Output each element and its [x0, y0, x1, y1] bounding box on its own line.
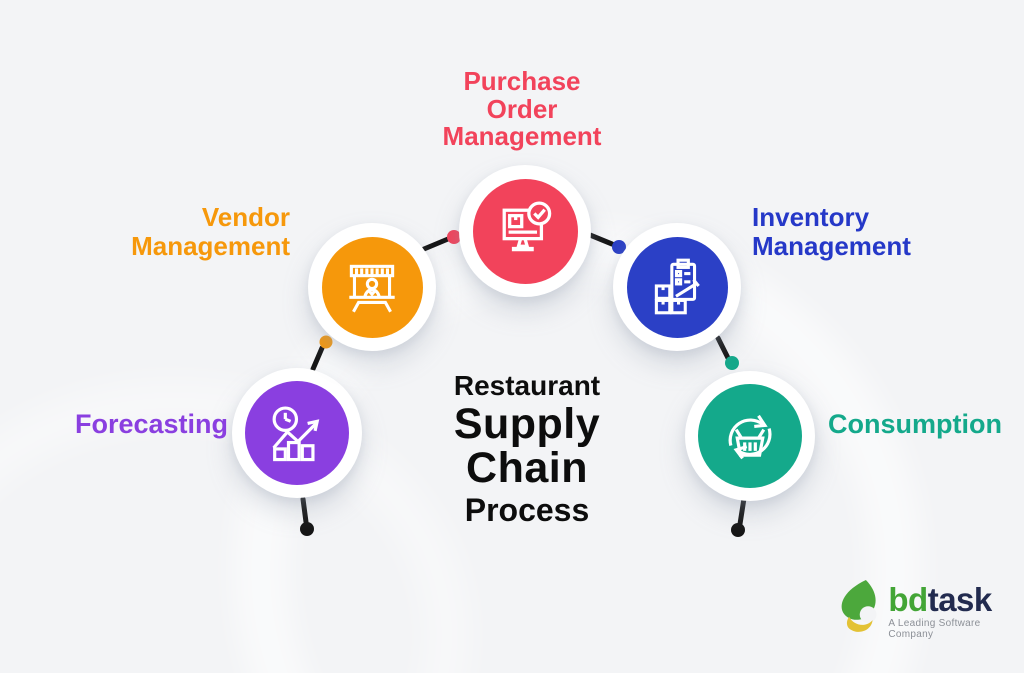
label-line: Management: [442, 121, 602, 151]
vendor-person-body: [363, 288, 381, 298]
label-line: Management: [752, 231, 911, 261]
monitor-stand: [516, 238, 530, 248]
bdtask-logo-text: bdtask A Leading Software Company: [888, 580, 1024, 641]
label-line: Purchase: [463, 66, 581, 96]
node-purchase-order-management: [459, 165, 591, 297]
logo-word-bd: bd: [888, 581, 928, 618]
title-chain: Chain: [466, 444, 588, 492]
connector-line-forecasting-vendor: [310, 345, 325, 372]
clipboard-clip: [676, 258, 690, 269]
connector-line-inventory-consumption: [715, 335, 731, 361]
bdtask-wordmark: bdtask: [888, 583, 1024, 617]
vendor-stall-icon: [321, 236, 423, 338]
connector-line-forecasting-bottom: [300, 496, 309, 525]
forecast-chart-icon: [245, 381, 349, 485]
forecast-trend-arrowhead: [307, 419, 320, 432]
label-line: Management: [131, 231, 290, 261]
connector-dot-orange: [319, 335, 333, 349]
basket-handle-right: [757, 428, 766, 439]
bdtask-logo: bdtask A Leading Software Company: [835, 580, 1024, 640]
connector-line-purchase-inventory: [587, 232, 615, 247]
inventory-pen: [675, 281, 699, 298]
title-process: Process: [464, 492, 590, 528]
node-vendor-management: [308, 223, 436, 351]
node-forecasting: [232, 368, 362, 498]
connector-dot-black-right: [731, 523, 745, 537]
page-title: Restaurant Supply Chain Process: [407, 370, 647, 530]
logo-tagline: A Leading Software Company: [888, 618, 981, 640]
title-supply: Supply: [453, 400, 601, 448]
label-line: Consumption: [828, 409, 1002, 439]
purchase-monitor-check-icon: [472, 178, 578, 284]
basket-body: [735, 436, 765, 457]
label-forecasting: Forecasting: [40, 410, 228, 439]
label-purchase-order-management: Purchase Order Management: [392, 66, 652, 151]
inventory-clipboard-boxes-icon: [626, 236, 728, 338]
inventory-pen-nib: [692, 278, 700, 287]
connector-dot-black-left: [300, 522, 314, 536]
logo-word-task: task: [927, 581, 993, 618]
label-vendor-management: Vendor Management: [100, 203, 290, 261]
node-consumption: [685, 371, 815, 501]
title-restaurant: Restaurant: [453, 370, 601, 401]
logo-leaf-notch: [859, 606, 877, 623]
cycle-arrowhead-top: [754, 414, 768, 429]
vendor-person-head: [365, 277, 379, 291]
checklist-square-1: [674, 269, 683, 278]
cycle-arrow-top: [728, 418, 764, 446]
forecast-trend-line: [272, 422, 318, 449]
node-inventory-management: [613, 223, 741, 351]
logo-crescent-gold: [846, 616, 873, 632]
label-consumption: Consumption: [828, 410, 1018, 439]
forecast-clock-face: [272, 406, 299, 432]
forecast-bar-3: [300, 444, 315, 462]
check-badge-mark: [533, 208, 546, 220]
forecast-bar-1: [273, 447, 287, 462]
forecast-bar-2: [286, 440, 301, 462]
forecast-clock-hand-2: [284, 417, 292, 423]
label-inventory-management: Inventory Management: [752, 203, 972, 261]
label-line: Forecasting: [74, 409, 228, 439]
stall-bench: [352, 300, 392, 313]
label-line: Inventory: [752, 202, 870, 232]
connector-dot-teal: [725, 356, 739, 370]
checklist-square-2: [674, 278, 683, 286]
connector-line-vendor-purchase: [421, 236, 451, 252]
bdtask-logo-icon: [841, 580, 877, 632]
basket-handle-left: [734, 428, 743, 439]
label-line: Order: [486, 93, 558, 124]
label-line: Vendor: [201, 202, 290, 232]
consumption-basket-cycle-icon: [698, 384, 802, 488]
check-badge-circle: [527, 201, 552, 226]
